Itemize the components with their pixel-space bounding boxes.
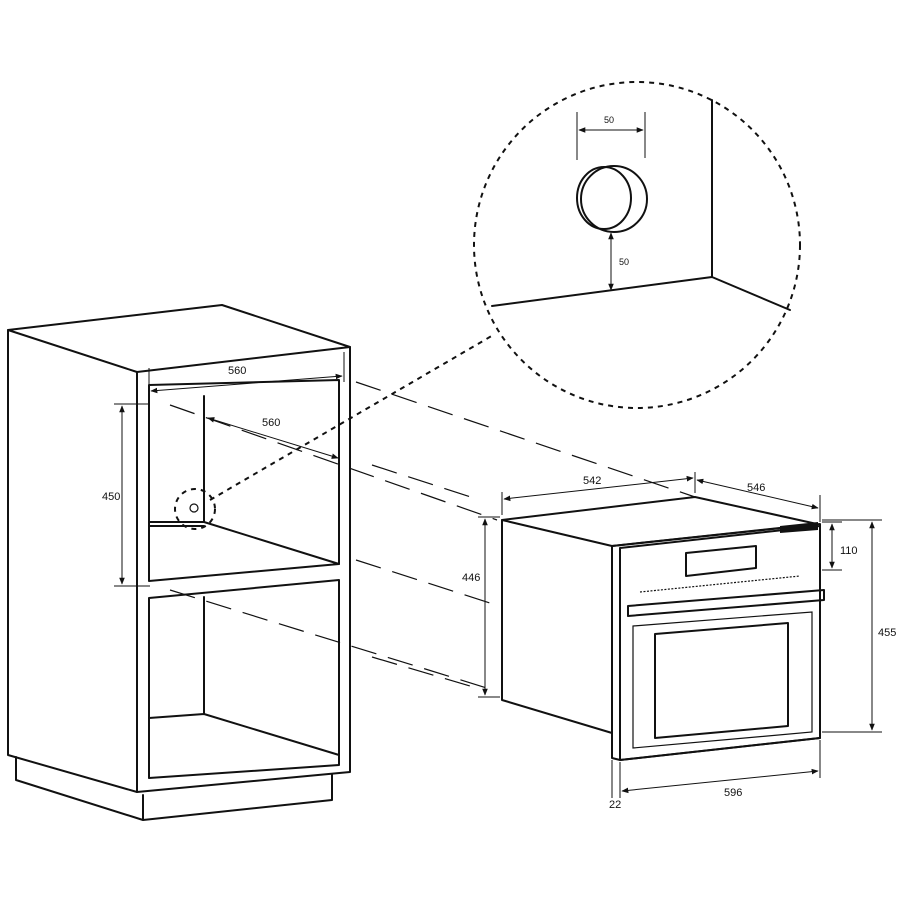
oven-window-frame <box>632 611 813 749</box>
cabinet-top <box>7 304 351 373</box>
socket-face <box>576 166 632 230</box>
oven-top <box>501 496 818 547</box>
depth-total-label: 546 <box>747 482 765 494</box>
socket-rim <box>580 165 648 233</box>
socket-detail: 50 50 <box>473 81 801 409</box>
oven <box>501 496 825 761</box>
oven-body-side <box>501 519 613 734</box>
front-thickness-label: 22 <box>609 799 621 811</box>
projection-line <box>169 404 498 521</box>
niche-width-dim-line <box>150 373 343 394</box>
cabinet-dimensions: 560 560 450 <box>102 352 345 587</box>
vent-slots <box>639 575 801 593</box>
detail-wall-corner <box>491 99 791 311</box>
lower-niche-back <box>148 596 340 756</box>
projection-lines <box>169 381 696 690</box>
body-height-label: 446 <box>462 572 480 584</box>
lower-niche-frame <box>148 579 340 779</box>
detail-circle <box>473 81 801 409</box>
oven-dimensions: 542 546 446 110 455 596 22 <box>462 472 896 811</box>
cabinet-plinth <box>15 756 333 821</box>
projection-line <box>355 381 696 498</box>
cabinet <box>7 304 351 821</box>
depth-total-dim-line <box>696 478 819 510</box>
total-height-label: 455 <box>878 627 896 639</box>
niche-depth-label: 560 <box>262 417 280 429</box>
niche-depth-dim-line <box>207 417 339 459</box>
niche-height-label: 450 <box>102 491 120 503</box>
panel-height-label: 110 <box>840 545 858 557</box>
socket-width-label: 50 <box>604 115 614 125</box>
depth-body-label: 542 <box>583 475 601 487</box>
oven-display <box>685 545 757 577</box>
width-dim-line <box>621 768 819 794</box>
oven-front-face <box>619 525 821 761</box>
projection-line <box>355 559 491 604</box>
upper-niche-back <box>148 395 340 565</box>
width-label: 596 <box>724 787 742 799</box>
depth-body-dim-line <box>503 475 694 502</box>
socket-highlight-circle <box>174 488 216 530</box>
socket-icon <box>189 503 199 513</box>
upper-niche-frame <box>148 379 340 582</box>
cabinet-left-side <box>7 329 138 793</box>
detail-leader-line <box>209 333 496 501</box>
projection-line <box>169 589 491 690</box>
niche-width-label: 560 <box>228 365 246 377</box>
projection-line <box>371 464 481 501</box>
oven-handle <box>627 589 825 617</box>
projection-line <box>371 656 481 690</box>
socket-height-label: 50 <box>619 257 629 267</box>
oven-window <box>654 622 789 739</box>
control-strip <box>780 522 818 533</box>
cabinet-front-right <box>136 346 351 793</box>
